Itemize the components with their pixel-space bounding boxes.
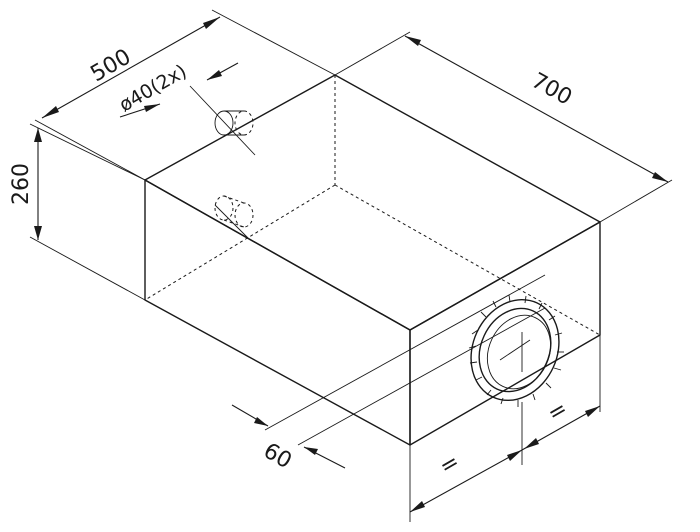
equal-right-label: = (544, 396, 572, 427)
filler-cap (468, 294, 564, 407)
pipe-connection-top (189, 85, 256, 156)
equal-left-label: = (436, 449, 464, 480)
width-label: 500 (87, 45, 136, 88)
height-label: 260 (9, 163, 34, 205)
offset-label: 60 (259, 439, 296, 475)
dimension-500: 500 (34, 9, 336, 181)
tank-body (144, 74, 601, 446)
dimension-700: 700 (334, 31, 673, 223)
length-label: 700 (527, 68, 576, 110)
dimension-pipe: ø40(2x) (116, 60, 239, 118)
hidden-edges (144, 75, 601, 336)
dimension-60: 60 (231, 274, 546, 475)
pipe-connection-bottom (214, 195, 254, 239)
tank-top-face (144, 74, 601, 331)
cap-knurl (468, 294, 564, 407)
dimension-260: 260 (9, 123, 146, 301)
